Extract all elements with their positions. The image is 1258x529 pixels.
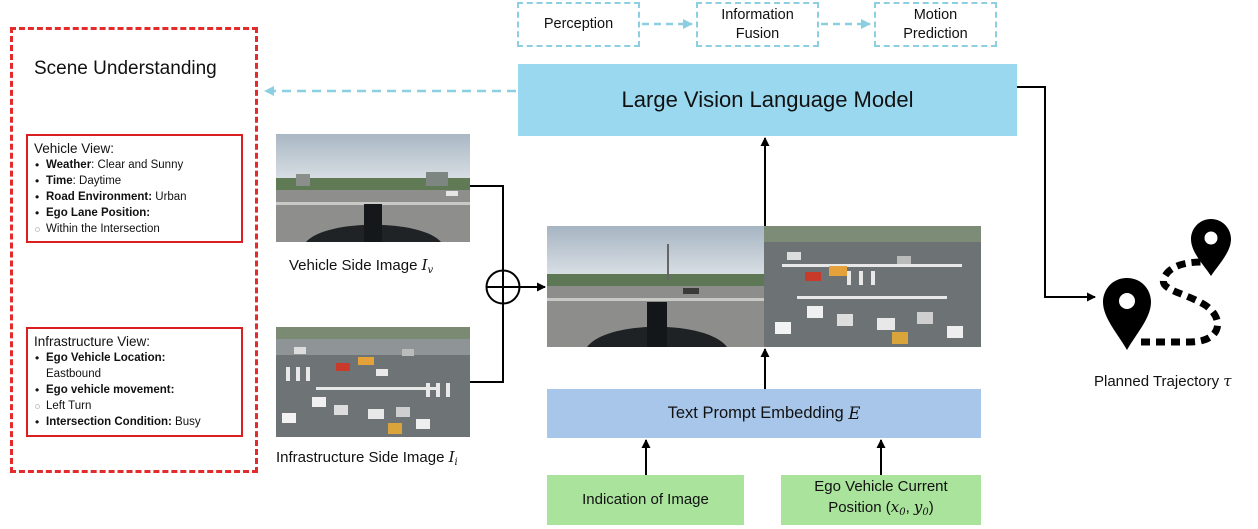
infrastructure-side-image [276, 327, 470, 437]
list-item: Eastbound [46, 368, 101, 380]
infrastructure-view-box: Infrastructure View: Ego Vehicle Locatio… [26, 327, 243, 437]
map-pin-icon [1191, 219, 1231, 276]
list-item: Road Environment: Urban [34, 189, 235, 205]
list-item: Within the Intersection [34, 221, 235, 237]
scene-understanding-panel [10, 27, 258, 473]
infrastructure-view-title: Infrastructure View: [34, 334, 151, 349]
vehicle-side-image-caption: Vehicle Side Image Iv [289, 256, 434, 276]
map-pin-icon [1103, 278, 1151, 350]
list-item: Ego Vehicle Location: [34, 350, 235, 366]
list-item: Ego Lane Position: [34, 205, 235, 221]
list-item: Time: Daytime [34, 173, 235, 189]
vehicle-view-title: Vehicle View: [34, 141, 115, 156]
vehicle-to-fusion-line [470, 185, 504, 270]
list-item: Intersection Condition: Busy [34, 414, 235, 430]
vehicle-view-box: Vehicle View: Weather: Clear and Sunny T… [26, 134, 243, 243]
perception-stage: Perception [517, 2, 640, 47]
fused-input-image [547, 226, 981, 347]
trajectory-graphic [1103, 219, 1231, 350]
list-item: Weather: Clear and Sunny [34, 157, 235, 173]
list-item: Left Turn [34, 398, 235, 414]
ego-vehicle-position-block: Ego Vehicle Current Position (x0, y0) [781, 475, 981, 525]
text-prompt-embedding-block: Text Prompt Embedding E [547, 389, 981, 438]
indication-of-image-block: Indication of Image [547, 475, 744, 525]
large-vision-language-model-block: Large Vision Language Model [518, 64, 1017, 136]
infrastructure-side-image-caption: Infrastructure Side Image Ii [276, 448, 458, 468]
lvlm-to-trajectory-arrow [1017, 86, 1096, 302]
list-item: Ego vehicle movement: [34, 382, 235, 398]
scene-understanding-title: Scene Understanding [34, 58, 217, 79]
infrastructure-view-list: Ego Vehicle Location: Eastbound Ego vehi… [34, 350, 235, 430]
vehicle-side-image [276, 134, 470, 242]
trajectory-path [1141, 258, 1222, 346]
planned-trajectory-caption: Planned Trajectory τ [1094, 372, 1232, 390]
vehicle-view-list: Weather: Clear and Sunny Time: Daytime R… [34, 157, 235, 237]
infra-to-fusion-line [470, 303, 504, 383]
